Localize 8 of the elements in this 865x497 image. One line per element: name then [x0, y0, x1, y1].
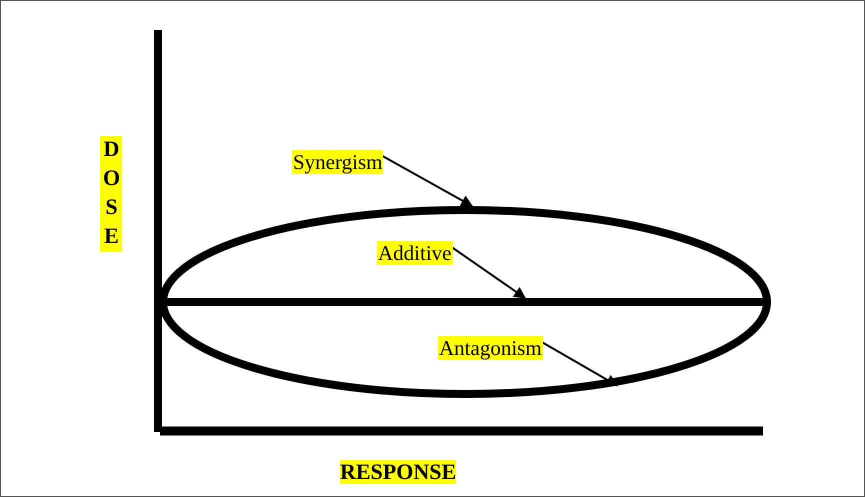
leader-arrow — [382, 155, 474, 207]
axis-label: DOSE — [100, 136, 122, 252]
lower-arc — [159, 301, 771, 398]
upper-arc — [159, 206, 771, 303]
leader-arrow — [541, 341, 618, 386]
axis-label: RESPONSE — [340, 460, 456, 484]
curve-label: Synergism — [292, 150, 384, 174]
leader-arrow — [450, 246, 526, 299]
